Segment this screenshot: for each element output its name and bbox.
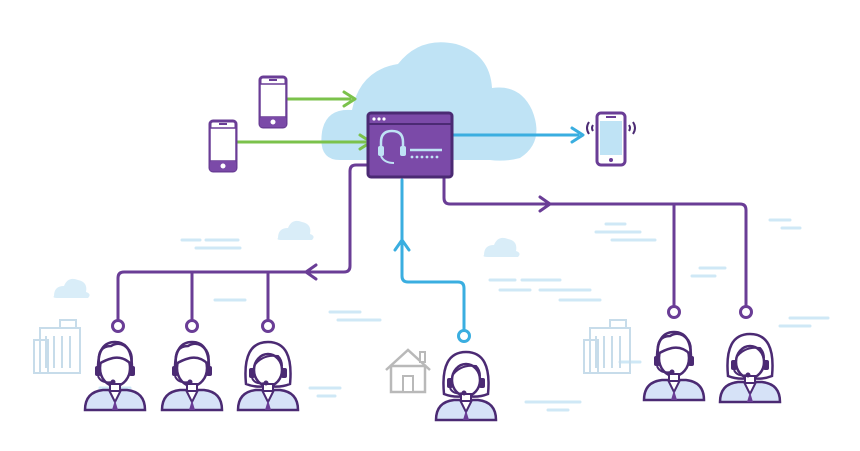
female-agent-headset-icon	[718, 332, 782, 404]
background-dashes	[98, 218, 830, 412]
connector-lines	[116, 90, 748, 332]
office-building-icon	[583, 319, 631, 374]
small-cloud-icon	[53, 278, 90, 298]
headset-screen-icon	[366, 111, 454, 179]
house-icon	[385, 348, 431, 394]
small-cloud-icon	[277, 220, 314, 240]
female-agent-headset-icon	[434, 350, 498, 422]
smartphone-icon	[208, 119, 238, 173]
male-agent-headset-icon	[83, 340, 147, 412]
female-agent-headset-icon	[236, 340, 300, 412]
smartphone-icon	[258, 75, 288, 129]
ringing-smartphone-icon	[586, 111, 636, 167]
small-cloud-icon	[483, 237, 520, 257]
connector-nodes	[111, 305, 753, 343]
office-building-icon	[33, 319, 81, 374]
male-agent-headset-icon	[160, 340, 224, 412]
male-agent-headset-icon	[642, 330, 706, 402]
